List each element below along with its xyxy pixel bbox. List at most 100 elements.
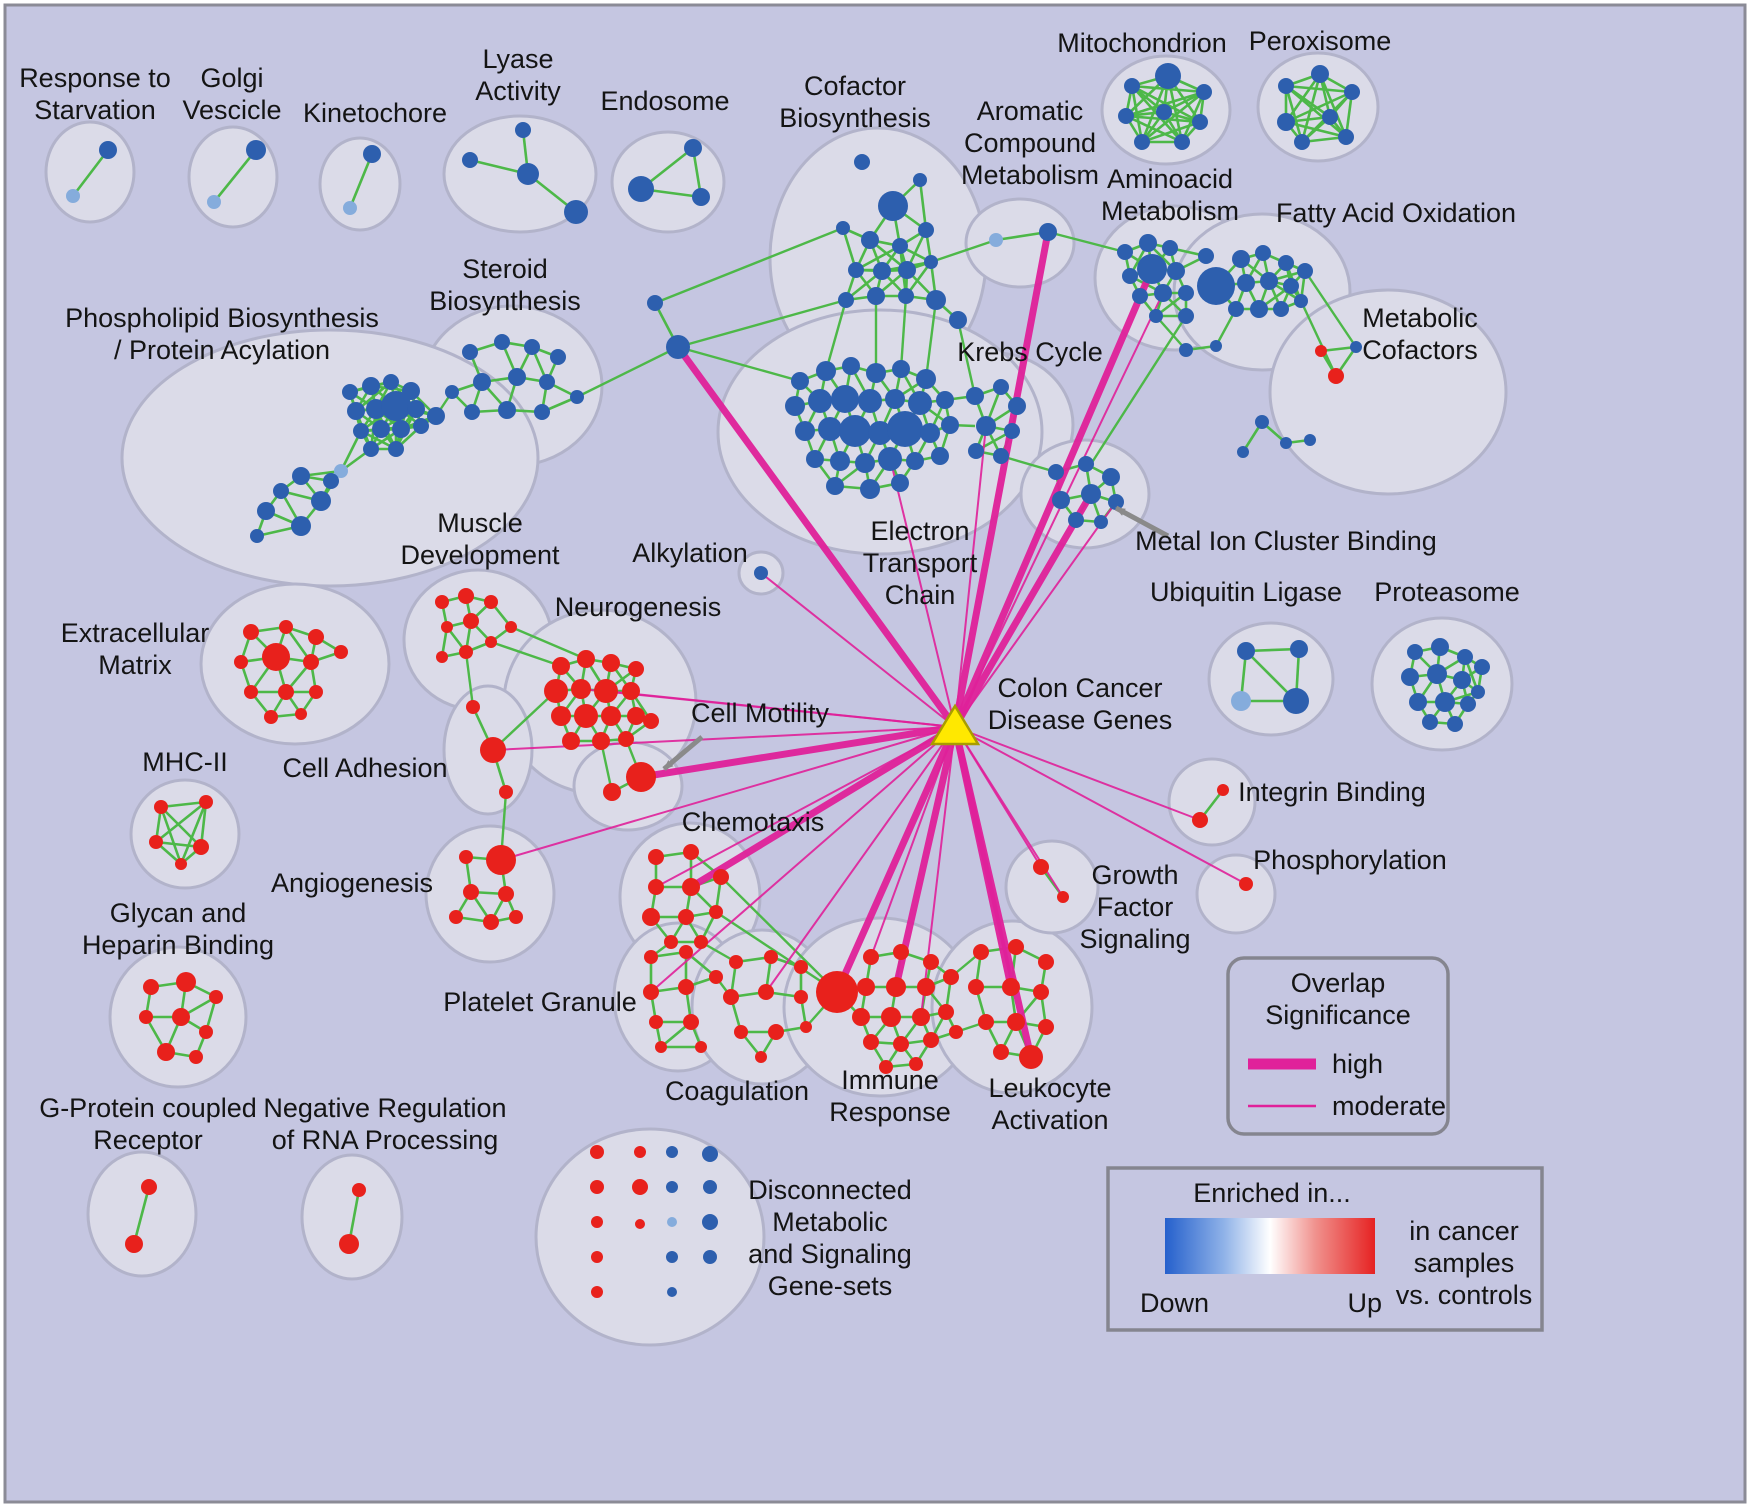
overlap-legend-title: Significance (1265, 1000, 1411, 1030)
gene-set-node (936, 391, 954, 409)
gene-set-node (1350, 341, 1362, 353)
gene-set-node (838, 292, 854, 308)
gene-set-node (692, 188, 710, 206)
gene-set-node (592, 732, 610, 750)
gene-set-node (352, 1183, 366, 1197)
gene-set-node (1255, 415, 1269, 429)
gene-set-node (703, 1250, 717, 1264)
gene-set-node (339, 1234, 359, 1254)
gene-set-node (1283, 278, 1299, 294)
gene-set-node (923, 954, 939, 970)
gene-set-node (1019, 1045, 1043, 1069)
gene-set-node (1008, 939, 1024, 955)
gene-set-node (949, 311, 967, 329)
overlap-edge-moderate (954, 726, 1201, 821)
cluster-endosome-ellipse (610, 130, 726, 234)
gene-set-node (602, 654, 620, 672)
cluster-disconnected-gene-sets-ellipse (534, 1127, 766, 1347)
gene-set-node (754, 566, 768, 580)
gene-set-node (544, 679, 568, 703)
gene-set-node (755, 1051, 767, 1063)
cluster-endosome-label: Endosome (600, 86, 729, 116)
gene-set-node (682, 878, 700, 896)
cluster-g-protein-coupled-receptor-label: Receptor (93, 1125, 203, 1155)
gene-set-node (1132, 288, 1148, 304)
gene-set-edge (132, 1186, 151, 1245)
gene-set-node (601, 706, 621, 726)
gene-set-node (912, 1008, 930, 1026)
cluster-steroid-biosynthesis-label: Steroid (462, 254, 548, 284)
gene-set-node (571, 679, 591, 699)
gene-set-node (1004, 423, 1020, 439)
gene-set-node (867, 287, 885, 305)
gene-set-edge (1285, 85, 1347, 138)
gene-set-node (908, 391, 932, 415)
gene-set-node (189, 1050, 203, 1064)
cluster-golgi-vescicle-label: Vescicle (182, 95, 281, 125)
gene-set-node (1002, 978, 1020, 996)
gene-set-node (278, 684, 294, 700)
gene-set-node (564, 200, 588, 224)
cluster-phosphorylation-label: Phosphorylation (1253, 845, 1447, 875)
gene-set-node (729, 955, 743, 969)
gene-set-node (234, 655, 248, 669)
gene-set-node (262, 643, 290, 671)
gene-set-node (1118, 108, 1134, 124)
gene-set-node (473, 373, 491, 391)
gene-set-node (143, 979, 159, 995)
cluster-extracellular-matrix-label: Extracellular (61, 618, 210, 648)
cluster-metabolic-cofactors-ellipse (1268, 288, 1508, 496)
gene-set-node (590, 1145, 604, 1159)
overlap-edge-moderate (889, 457, 956, 728)
gene-set-node (973, 944, 989, 960)
gene-set-node (1038, 1019, 1054, 1035)
gene-set-node (509, 910, 523, 924)
gene-set-node (898, 261, 916, 279)
gene-set-node (794, 960, 808, 974)
gene-set-node (683, 1014, 699, 1030)
cluster-mitochondrion-label: Mitochondrion (1057, 28, 1227, 58)
gene-set-node (499, 785, 513, 799)
gene-set-node (603, 783, 621, 801)
gene-set-node (709, 970, 723, 984)
gene-set-node (1457, 649, 1473, 665)
gene-set-node (534, 404, 550, 420)
gene-set-node (976, 416, 996, 436)
gene-set-node (1048, 464, 1064, 480)
gene-set-edge (1125, 114, 1183, 144)
gene-set-link (924, 299, 938, 380)
gene-set-node (141, 1179, 157, 1195)
gene-set-link (899, 295, 908, 370)
gene-set-node (808, 389, 832, 413)
cluster-aromatic-compound-metabolism-label: Compound (964, 128, 1096, 158)
gene-set-edge (1141, 120, 1201, 144)
gene-set-node (1422, 714, 1438, 730)
gene-set-node (347, 402, 365, 420)
gene-set-node (848, 262, 864, 278)
gene-set-link (654, 226, 844, 305)
gene-set-node (993, 448, 1009, 464)
gene-set-node (273, 483, 289, 499)
gene-set-node (458, 588, 474, 604)
gene-set-node (485, 636, 497, 648)
gene-set-node (1154, 284, 1172, 302)
gene-set-node (392, 420, 410, 438)
gene-set-node (199, 795, 213, 809)
overlap-edge-moderate (954, 292, 1164, 728)
cluster-disconnected-gene-sets-label: Disconnected (748, 1175, 912, 1205)
gene-set-node (892, 360, 910, 378)
cluster-cell-motility-label: Cell Motility (691, 698, 830, 728)
gene-set-edge (1318, 73, 1348, 138)
gene-set-link (1304, 270, 1357, 348)
gene-set-link (715, 910, 838, 994)
cluster-steroid-biosynthesis-label: Biosynthesis (429, 286, 581, 316)
gene-set-node (591, 1216, 603, 1228)
gene-set-node (1311, 65, 1329, 83)
gene-set-node (917, 978, 935, 996)
overlap-edge-moderate (954, 726, 1247, 885)
gene-set-edge (1285, 90, 1353, 124)
gene-set-node (647, 295, 663, 311)
gene-set-node (524, 339, 540, 355)
overlap-edge-moderate (954, 425, 987, 728)
cluster-phospholipid-biosynthesis-label: Phospholipid Biosynthesis (65, 303, 379, 333)
